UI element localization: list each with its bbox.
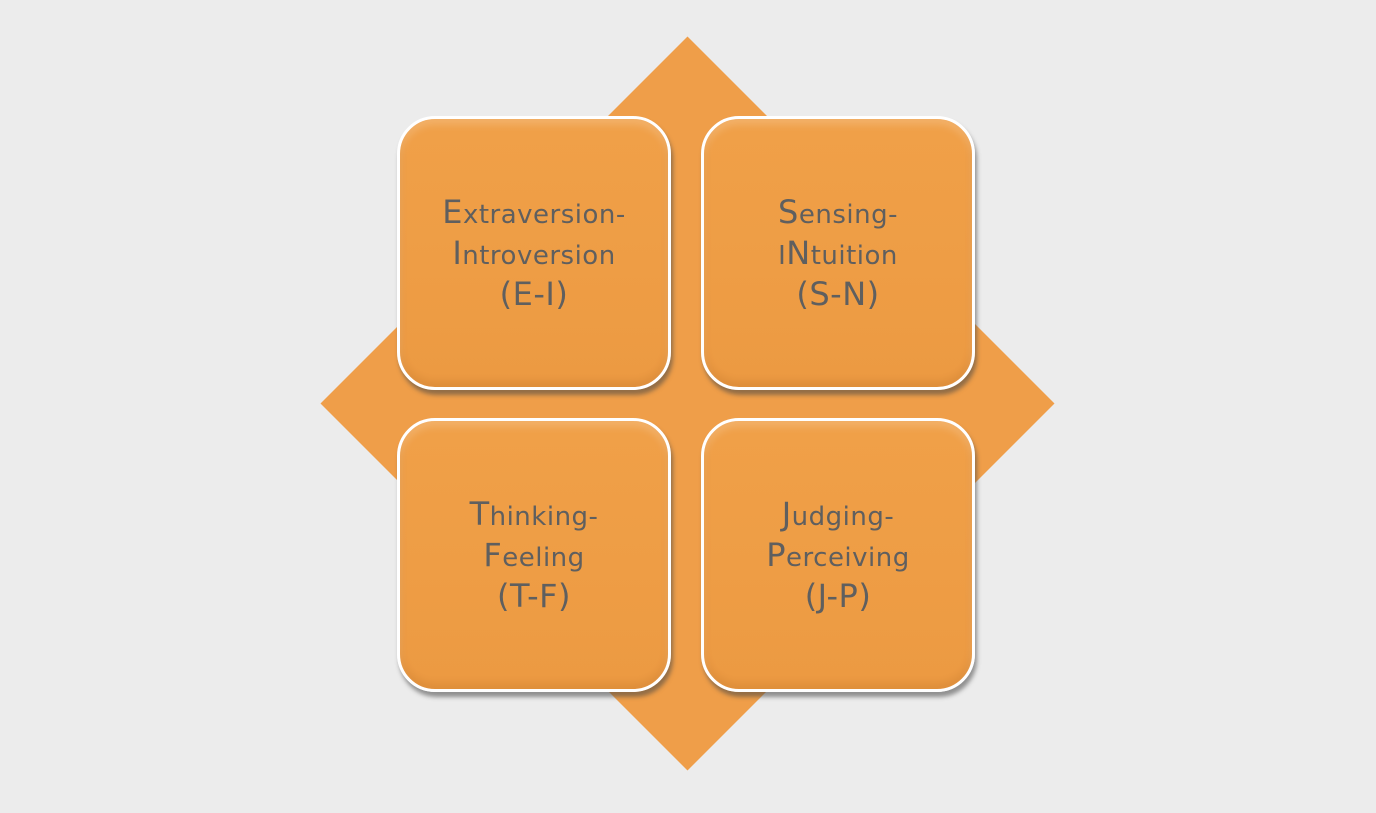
card-judging-perceiving: Judging- Perceiving (J-P)	[701, 418, 975, 692]
highlight-letter: F	[483, 536, 503, 574]
highlight-letter: I	[452, 234, 463, 272]
card-sensing-intuition: Sensing- INtuition (S-N)	[701, 116, 975, 390]
dichotomy-code: (T-F)	[496, 577, 572, 615]
highlight-letter: P	[766, 536, 787, 574]
label-line-2: INtuition	[778, 234, 898, 275]
label-text: I	[778, 241, 787, 271]
label-text: erceiving	[786, 543, 910, 573]
highlight-letter: T	[469, 495, 490, 533]
label-text: eeling	[502, 543, 585, 573]
label-line-2: Feeling	[470, 536, 599, 577]
card-label: Thinking- Feeling (T-F)	[470, 495, 599, 615]
card-extraversion-introversion: Extraversion- Introversion (E-I)	[397, 116, 671, 390]
label-line-2: Introversion	[442, 234, 626, 275]
label-text: udging-	[791, 502, 895, 532]
label-text: ntroversion	[462, 241, 616, 271]
card-label: Extraversion- Introversion (E-I)	[442, 193, 626, 313]
label-line-1: Thinking-	[470, 495, 599, 536]
card-thinking-feeling: Thinking- Feeling (T-F)	[397, 418, 671, 692]
label-text: tuition	[810, 241, 898, 271]
label-line-1: Sensing-	[778, 193, 898, 234]
card-label: Sensing- INtuition (S-N)	[778, 193, 898, 313]
label-text: ensing-	[798, 200, 898, 230]
label-text: hinking-	[489, 502, 599, 532]
dichotomy-code: (E-I)	[499, 275, 569, 313]
highlight-letter: E	[442, 193, 463, 231]
label-line-2: Perceiving	[766, 536, 910, 577]
label-line-1: Judging-	[766, 495, 910, 536]
label-text: xtraversion-	[462, 200, 626, 230]
dichotomy-code: (S-N)	[796, 275, 880, 313]
highlight-letter: J	[781, 495, 792, 533]
label-line-1: Extraversion-	[442, 193, 626, 234]
highlight-letter: S	[778, 193, 799, 231]
dichotomy-code: (J-P)	[804, 577, 872, 615]
card-label: Judging- Perceiving (J-P)	[766, 495, 910, 615]
highlight-letter: N	[786, 234, 811, 272]
